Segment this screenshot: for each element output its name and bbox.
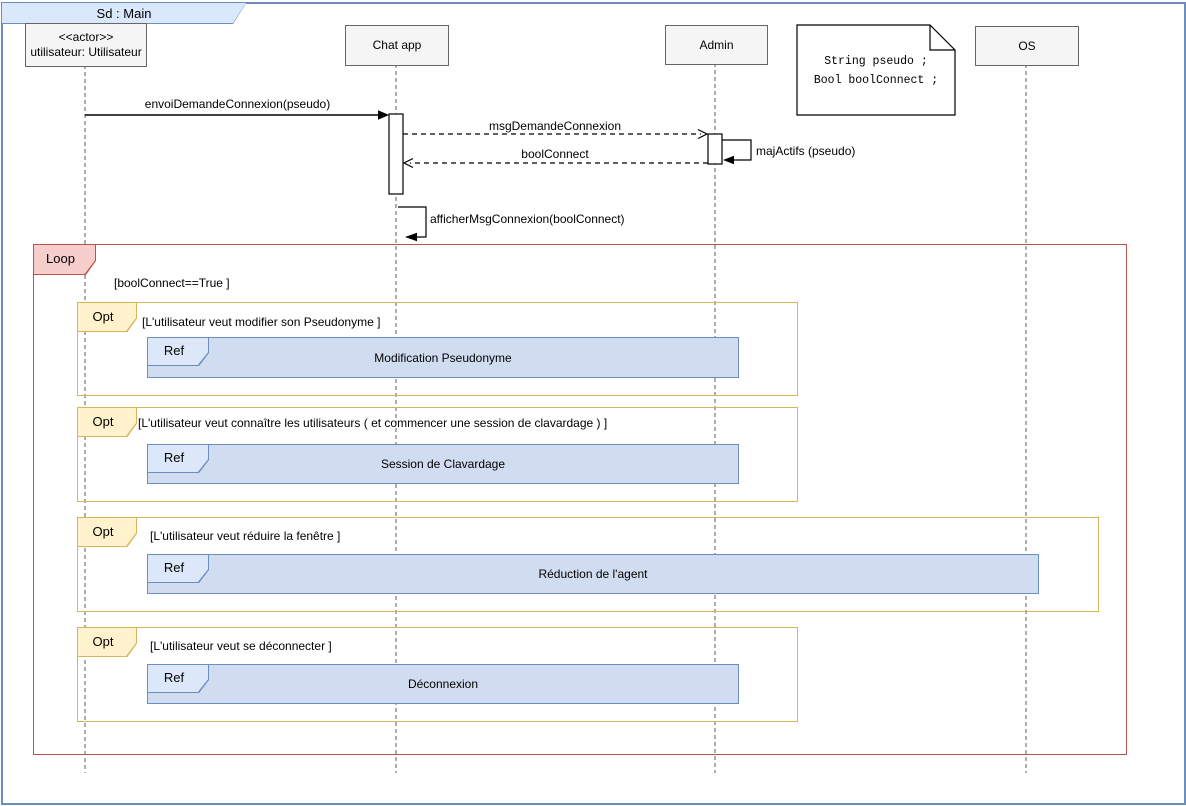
- ref-label: Ref: [163, 450, 185, 465]
- message-label-maj-actifs: majActifs (pseudo): [756, 144, 856, 158]
- loop-pentagon-fill: [34, 245, 95, 274]
- message-label-envoi-demande-connexion: envoiDemandeConnexion(pseudo): [144, 97, 331, 111]
- opt-fragment-deconnexion: Opt [L'utilisateur veut se déconnecter ]…: [77, 627, 798, 722]
- actor-stereotype: <<actor>>: [58, 30, 114, 44]
- ref-pentagon-fill: [148, 338, 208, 365]
- activation-admin: [707, 133, 723, 165]
- opt-pentagon-fill: [78, 628, 136, 656]
- note-line-1: String pseudo ;: [824, 55, 928, 68]
- loop-label-pentagon: Loop: [33, 244, 96, 275]
- note-line-2: Bool boolConnect ;: [813, 74, 939, 87]
- arrowhead-m4: [402, 157, 414, 169]
- opt-label: Opt: [92, 523, 114, 539]
- ref-pentagon-fill: [148, 445, 208, 472]
- opt-fragment-session-clavardage: Opt [L'utilisateur veut connaître les ut…: [77, 407, 798, 502]
- activation-chat-app: [388, 113, 404, 195]
- note: String pseudo ; Bool boolConnect ;: [797, 52, 955, 90]
- opt-label-pentagon: Opt: [77, 302, 137, 332]
- ref-label-pentagon: Ref: [147, 337, 209, 366]
- opt-label: Opt: [92, 633, 114, 649]
- ref-label: Ref: [163, 343, 185, 358]
- ref-reduction-agent: Ref Réduction de l'agent: [147, 554, 1039, 594]
- ref-modification-pseudonyme: Ref Modification Pseudonyme: [147, 337, 739, 378]
- arrowhead-m1: [378, 110, 389, 120]
- opt-label-pentagon: Opt: [77, 627, 137, 657]
- note-fold: [929, 25, 955, 51]
- ref-label-pentagon: Ref: [147, 444, 209, 473]
- lifeline-head-utilisateur: <<actor>> utilisateur: Utilisateur: [25, 23, 147, 67]
- ref-name: Réduction de l'agent: [538, 567, 648, 581]
- ref-pentagon-fill: [148, 665, 208, 692]
- actor-label: utilisateur: Utilisateur: [30, 45, 142, 59]
- admin-label: Admin: [699, 37, 734, 52]
- opt-condition: [L'utilisateur veut réduire la fenêtre ]: [150, 529, 341, 543]
- lifeline-head-admin: Admin: [665, 25, 768, 65]
- note-shape: [796, 24, 956, 116]
- ref-label-pentagon: Ref: [147, 554, 209, 583]
- opt-pentagon-fill: [78, 303, 136, 331]
- opt-label-pentagon: Opt: [77, 407, 137, 437]
- diagram-title: Sd : Main: [2, 3, 246, 23]
- opt-condition: [L'utilisateur veut connaître les utilis…: [138, 416, 608, 430]
- ref-session-clavardage: Ref Session de Clavardage: [147, 444, 739, 484]
- ref-label-pentagon: Ref: [147, 664, 209, 693]
- os-label: OS: [1018, 38, 1036, 53]
- opt-fragment-modification-pseudonyme: Opt [L'utilisateur veut modifier son Pse…: [77, 302, 798, 396]
- ref-label: Ref: [163, 560, 185, 575]
- loop-label: Loop: [46, 251, 75, 266]
- lifeline-head-chat-app: Chat app: [345, 25, 449, 66]
- opt-condition: [L'utilisateur veut se déconnecter ]: [150, 639, 332, 653]
- opt-condition: [L'utilisateur veut modifier son Pseudon…: [142, 315, 381, 329]
- message-label-bool-connect: boolConnect: [521, 147, 589, 161]
- arrow-m3: [722, 139, 752, 161]
- diagram-title-tab: Sd : Main: [1, 2, 247, 24]
- message-label-msg-demande-connexion: msgDemandeConnexion: [488, 119, 622, 133]
- ref-name: Session de Clavardage: [380, 457, 506, 471]
- opt-fragment-reduction-agent: Opt [L'utilisateur veut réduire la fenêt…: [77, 517, 1099, 612]
- opt-label: Opt: [92, 413, 114, 429]
- ref-name: Modification Pseudonyme: [374, 350, 512, 365]
- chat-app-label: Chat app: [372, 38, 422, 52]
- arrowhead-m5: [405, 232, 417, 242]
- ref-deconnexion: Ref Déconnexion: [147, 664, 739, 704]
- opt-pentagon-fill: [78, 518, 136, 546]
- message-label-afficher-msg-connexion: afficherMsgConnexion(boolConnect): [430, 212, 625, 226]
- opt-label-pentagon: Opt: [77, 517, 137, 547]
- opt-label: Opt: [92, 308, 114, 324]
- arrowhead-m2: [697, 128, 709, 140]
- ref-name: Déconnexion: [407, 677, 479, 691]
- lifeline-head-os: OS: [975, 26, 1079, 66]
- ref-label: Ref: [163, 670, 185, 685]
- opt-pentagon-fill: [78, 408, 136, 436]
- loop-condition: [boolConnect==True ]: [114, 276, 230, 290]
- arrowhead-m3: [723, 155, 734, 165]
- loop-fragment: Loop [boolConnect==True ] Opt [L'utilisa…: [33, 244, 1127, 755]
- ref-pentagon-fill: [148, 555, 208, 582]
